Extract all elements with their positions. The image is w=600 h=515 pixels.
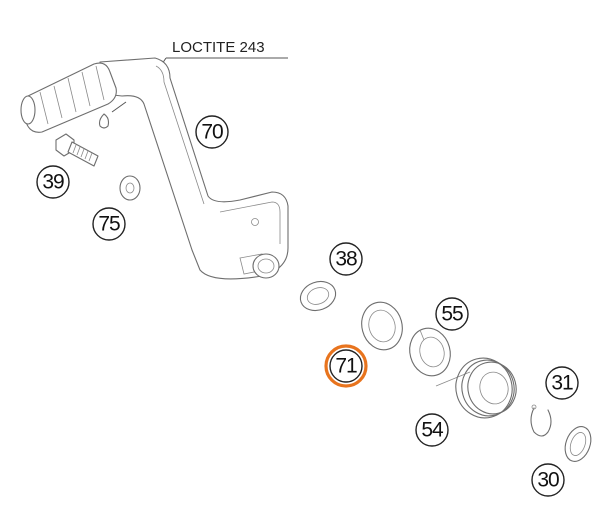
callout-71-circle — [329, 349, 363, 383]
bolt — [55, 133, 99, 167]
bolt-shank — [67, 141, 99, 167]
callout-30-circle — [531, 463, 565, 497]
callout-70[interactable]: 70 — [195, 115, 229, 149]
washer-30-outer — [564, 426, 592, 462]
callout-71-highlight-ring — [324, 344, 368, 388]
circlip-31 — [530, 404, 552, 437]
loctite-note: LOCTITE 243 — [149, 39, 288, 83]
callout-75-label: 75 — [98, 213, 120, 236]
washer-75-outer — [119, 175, 141, 201]
callout-31-circle — [545, 366, 579, 400]
washer-75-hole — [125, 182, 135, 194]
callout-31-label: 31 — [551, 372, 573, 395]
ring-71-outer — [361, 301, 403, 351]
callout-39-label: 39 — [42, 171, 64, 194]
loctite-note-text: LOCTITE 243 — [172, 39, 265, 56]
callout-55[interactable]: 55 — [435, 297, 469, 331]
loctite-drop — [98, 113, 110, 129]
callout-38-circle — [329, 242, 363, 276]
callout-55-label: 55 — [441, 303, 463, 326]
callout-54-circle — [415, 413, 449, 447]
callout-75-circle — [92, 207, 126, 241]
spring-54-coil-2 — [461, 359, 515, 417]
bolt-thread — [72, 144, 93, 162]
ring-71 — [361, 301, 403, 351]
callout-71[interactable]: 71 — [324, 344, 368, 388]
callout-39-circle — [36, 165, 70, 199]
foot-peg-grip — [39, 65, 105, 125]
foot-peg-end — [20, 95, 36, 125]
ring-38 — [299, 280, 337, 312]
ring-38-inner — [306, 287, 330, 305]
collar-55-inner — [419, 336, 445, 368]
collar-55 — [409, 327, 451, 377]
lever-screw-hole — [251, 218, 259, 226]
washer-75 — [119, 175, 141, 201]
callout-30-label: 30 — [537, 469, 559, 492]
callout-70-label: 70 — [201, 121, 223, 144]
spring-54-coil-3 — [467, 361, 517, 415]
collar-55-outer — [409, 327, 451, 377]
callout-71-label: 71 — [335, 355, 357, 378]
callout-54-label: 54 — [421, 419, 444, 442]
circlip-31-eye — [531, 404, 537, 410]
spring-54 — [435, 357, 517, 419]
spring-54-coil-1 — [455, 357, 513, 419]
kick-starter-lever — [20, 57, 289, 280]
drop-leader — [111, 101, 127, 113]
lever-boss-bore — [257, 258, 275, 274]
callout-54[interactable]: 54 — [415, 413, 449, 447]
circlip-31-body — [530, 407, 552, 437]
washer-30-hole — [569, 432, 587, 456]
spring-54-core — [479, 371, 509, 405]
callout-38[interactable]: 38 — [329, 242, 363, 276]
callout-31[interactable]: 31 — [545, 366, 579, 400]
ring-38-outer — [299, 280, 337, 312]
callout-39[interactable]: 39 — [36, 165, 70, 199]
ring-71-inner — [368, 309, 396, 343]
callout-75[interactable]: 75 — [92, 207, 126, 241]
callout-30[interactable]: 30 — [531, 463, 565, 497]
lever-boss-edge — [219, 201, 281, 244]
lever-arm-edge — [155, 65, 205, 205]
lever-arm — [99, 57, 289, 280]
washer-30 — [564, 426, 592, 462]
lever-boss-hole — [252, 253, 280, 279]
collar-55-split — [419, 329, 425, 341]
callout-38-label: 38 — [335, 248, 357, 271]
callout-55-circle — [435, 297, 469, 331]
callout-70-circle — [195, 115, 229, 149]
